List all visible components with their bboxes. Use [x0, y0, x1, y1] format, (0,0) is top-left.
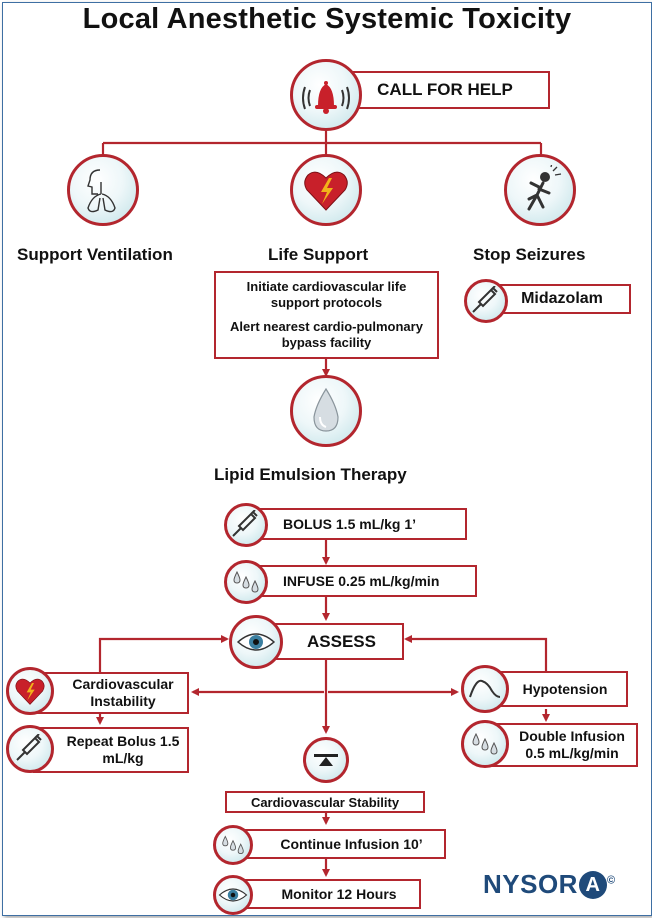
syringe-icon [6, 725, 54, 773]
midazolam-box: Midazolam [493, 284, 631, 314]
connector-lines [96, 131, 550, 877]
support-ventilation-heading: Support Ventilation [17, 245, 173, 264]
logo-circle-letter: A [578, 871, 607, 899]
stop-seizures-heading: Stop Seizures [473, 245, 586, 264]
double-infusion-label: Double Infusion 0.5 mL/kg/min [519, 728, 625, 761]
bolus-label: BOLUS 1.5 mL/kg 1’ [283, 516, 417, 532]
infuse-box: INFUSE 0.25 mL/kg/min [255, 565, 477, 597]
cv-stability-label: Cardiovascular Stability [250, 794, 400, 810]
balance-stable-icon [303, 737, 349, 783]
drops-icon [224, 560, 268, 604]
syringe-icon [464, 279, 508, 323]
logo-mark: © [606, 874, 616, 887]
cv-instability-label: Cardiovascular Instability [72, 676, 174, 709]
eye-icon [213, 875, 253, 915]
continue-infusion-box: Continue Infusion 10’ [241, 829, 446, 859]
repeat-bolus-box: Repeat Bolus 1.5 mL/kg [33, 727, 189, 773]
lungs-ventilation-icon [67, 154, 139, 226]
bolus-box: BOLUS 1.5 mL/kg 1’ [255, 508, 467, 540]
heart-bolt-icon [290, 154, 362, 226]
life-support-line-2: Alert nearest cardio-pulmonary bypass fa… [230, 319, 423, 350]
repeat-bolus-label: Repeat Bolus 1.5 mL/kg [66, 733, 180, 766]
midazolam-label: Midazolam [521, 290, 603, 307]
call-for-help-label: CALL FOR HELP [377, 80, 513, 99]
drops-icon [213, 825, 253, 865]
alarm-bell-icon [290, 59, 362, 131]
drops-icon [461, 720, 509, 768]
life-support-heading: Life Support [268, 245, 369, 264]
assess-label: ASSESS [307, 631, 376, 651]
pressure-curve-icon [461, 665, 509, 713]
page-title: Local Anesthetic Systemic Toxicity [82, 3, 572, 35]
monitor-box: Monitor 12 Hours [241, 879, 421, 909]
lipid-therapy-heading: Lipid Emulsion Therapy [214, 465, 407, 484]
eye-icon [229, 615, 283, 669]
arrow [404, 635, 548, 674]
seizure-figure-icon [504, 154, 576, 226]
cv-stability-box: Cardiovascular Stability [225, 791, 425, 813]
monitor-label: Monitor 12 Hours [281, 886, 397, 902]
continue-infusion-label: Continue Infusion 10’ [280, 836, 423, 852]
infuse-label: INFUSE 0.25 mL/kg/min [283, 573, 440, 589]
cv-instability-box: Cardiovascular Instability [33, 672, 189, 714]
lipid-drop-icon [290, 375, 362, 447]
hypotension-box: Hypotension [488, 671, 628, 707]
hypotension-label: Hypotension [522, 681, 608, 697]
call-for-help-box: CALL FOR HELP [340, 71, 550, 109]
life-support-box: Initiate cardiovascular life support pro… [214, 271, 439, 359]
arrow [98, 635, 229, 675]
syringe-icon [224, 503, 268, 547]
life-support-line-1: Initiate cardiovascular life support pro… [246, 279, 407, 310]
heart-bolt-icon [6, 667, 54, 715]
double-infusion-box: Double Infusion 0.5 mL/kg/min [488, 723, 638, 767]
